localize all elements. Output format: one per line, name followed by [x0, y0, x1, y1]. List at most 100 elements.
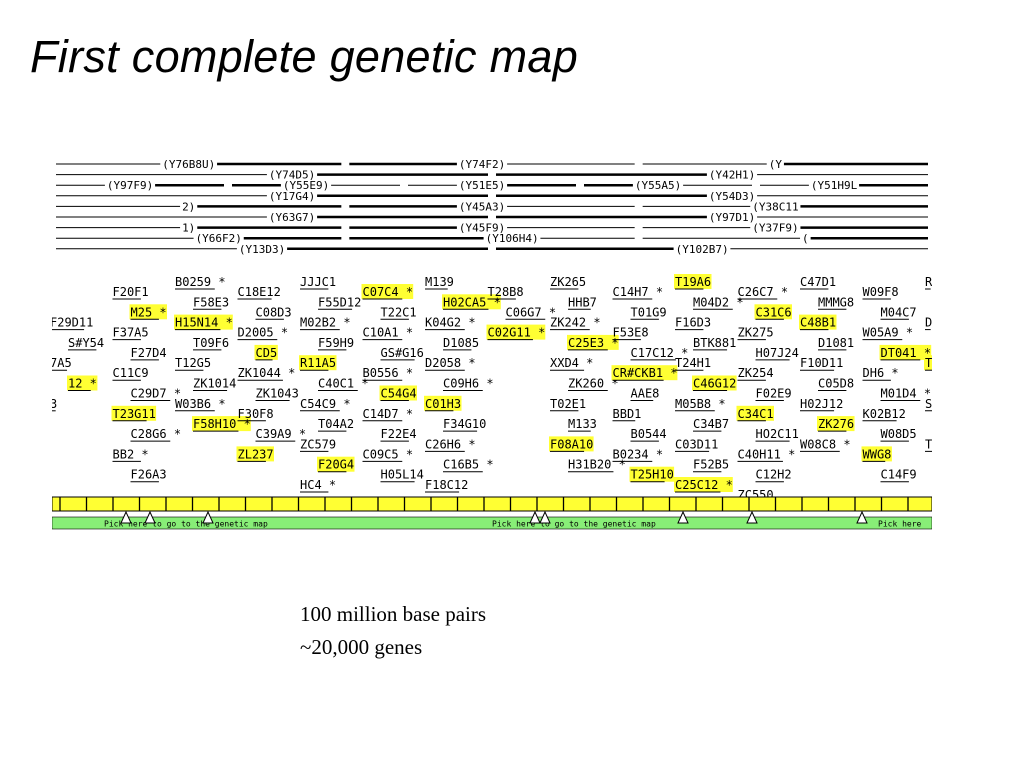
genetic-map-link[interactable]: Pick here to go to the genetic map	[492, 520, 656, 529]
clone-label[interactable]: GS#G16	[381, 346, 424, 360]
clone-label[interactable]: M02B2 *	[300, 316, 351, 330]
clone-label[interactable]: M04C7	[881, 305, 917, 319]
clone-label[interactable]: C29D7 *	[131, 387, 182, 401]
clone-label[interactable]: C14D7 *	[363, 407, 414, 421]
contig-label[interactable]: (Y63G7)	[269, 211, 315, 224]
clone-label[interactable]: C26H6 *	[425, 437, 476, 451]
clone-label[interactable]: M05B8 *	[675, 397, 726, 411]
clone-label[interactable]: R	[925, 275, 932, 289]
clone-label[interactable]: F29D11	[52, 316, 93, 330]
genetic-map-svg[interactable]: (Y76B8U)(Y74F2)(Y(Y74D5)(Y42H1)(Y97F9)(Y…	[52, 150, 932, 532]
clone-label[interactable]: T01H	[925, 437, 932, 451]
clone-label[interactable]: F22E4	[381, 427, 417, 441]
clone-label[interactable]: MMMG8	[818, 295, 854, 309]
contig-label[interactable]: (Y76B8U)	[162, 158, 215, 171]
contig-label[interactable]: (Y55E9)	[283, 179, 329, 192]
clone-label[interactable]: C48B1	[800, 316, 836, 330]
clone-label[interactable]: H05L14	[381, 468, 424, 482]
contig-label[interactable]: 1)	[182, 222, 195, 235]
contig-label[interactable]: (Y45F9)	[459, 222, 505, 235]
clone-label[interactable]: T24H1	[675, 356, 711, 370]
clone-label[interactable]: 7A5	[52, 356, 72, 370]
clone-label[interactable]: ZK265	[550, 275, 586, 289]
clone-label[interactable]: C34B7	[693, 417, 729, 431]
clone-label[interactable]: C14H7 *	[613, 285, 664, 299]
contig-label[interactable]: (	[802, 232, 809, 245]
contig-label[interactable]: (Y66F2)	[196, 232, 242, 245]
clone-label[interactable]: F08A10	[550, 437, 593, 451]
contig-label[interactable]: (Y38C11	[752, 200, 798, 213]
clone-label[interactable]: HHB7	[568, 295, 597, 309]
map-marker-triangle[interactable]	[746, 510, 758, 524]
clone-label[interactable]: DT041 *	[881, 346, 932, 360]
clone-label[interactable]: C54G4	[381, 387, 417, 401]
clone-label[interactable]: D2005 *	[238, 326, 289, 340]
clone-label[interactable]: S#Y54	[68, 336, 104, 350]
clone-label[interactable]: AAE8	[631, 387, 660, 401]
clone-label[interactable]: W09F8	[863, 285, 899, 299]
clone-label[interactable]: W08C8 *	[800, 437, 851, 451]
clone-label[interactable]: C08D3	[256, 305, 292, 319]
clone-label[interactable]: F52B5	[693, 458, 729, 472]
clone-label[interactable]: B0259 *	[175, 275, 226, 289]
clone-label[interactable]: C25C12 *	[675, 478, 733, 492]
clone-label[interactable]: HO2C11	[756, 427, 799, 441]
clone-label[interactable]: T25H10	[631, 468, 674, 482]
genetic-map-link[interactable]: Pick here	[878, 520, 922, 529]
clone-label[interactable]: C01H3	[425, 397, 461, 411]
clone-label[interactable]: ZL237	[238, 447, 274, 461]
clone-label[interactable]: F58H10 *	[193, 417, 251, 431]
clone-label[interactable]: ZC579	[300, 437, 336, 451]
contig-label[interactable]: (Y97F9)	[107, 179, 153, 192]
clone-label[interactable]: C11C9	[113, 366, 149, 380]
clone-label[interactable]: ZK275	[738, 326, 774, 340]
contig-label[interactable]: (Y102B7)	[676, 243, 729, 256]
clone-label[interactable]: ZK260 *	[568, 377, 619, 391]
clone-label[interactable]: F20G4	[318, 458, 354, 472]
clone-label[interactable]: F18C12	[425, 478, 468, 492]
clone-label[interactable]: ZK242 *	[550, 316, 601, 330]
clone-label[interactable]: M04D2 *	[693, 295, 744, 309]
clone-label[interactable]: D1085	[443, 336, 479, 350]
clone-label[interactable]: F20F1	[113, 285, 149, 299]
clone-label[interactable]: C46G12	[693, 377, 736, 391]
clone-label[interactable]: D1081	[818, 336, 854, 350]
clone-label[interactable]: F30F8	[238, 407, 274, 421]
clone-label[interactable]: C07C4 *	[363, 285, 414, 299]
clone-label[interactable]: F27D4	[131, 346, 167, 360]
clone-label[interactable]: C40C1 *	[318, 377, 369, 391]
clone-label[interactable]: K02B12	[863, 407, 906, 421]
clone-label[interactable]: F34G10	[443, 417, 486, 431]
clone-label[interactable]: T23G11	[113, 407, 156, 421]
clone-label[interactable]: M25 *	[131, 305, 167, 319]
contig-label[interactable]: (Y74F2)	[459, 158, 505, 171]
clone-label[interactable]: BBD1	[613, 407, 642, 421]
clone-label[interactable]: C02G11 *	[488, 326, 546, 340]
contig-label[interactable]: (Y13D3)	[239, 243, 285, 256]
clone-label[interactable]: T22C1	[381, 305, 417, 319]
clone-label[interactable]: F53E8	[613, 326, 649, 340]
clone-label[interactable]: C25E3 *	[568, 336, 619, 350]
clone-label[interactable]: XXD4 *	[550, 356, 593, 370]
clone-label[interactable]: BTK881	[693, 336, 736, 350]
clone-label[interactable]: 12 *	[68, 377, 97, 391]
clone-label[interactable]: T01G9	[631, 305, 667, 319]
clone-label[interactable]: F58E3	[193, 295, 229, 309]
contig-label[interactable]: (Y37F9)	[752, 222, 798, 235]
clone-label[interactable]: C06G7 *	[506, 305, 557, 319]
clone-label[interactable]: C31C6	[756, 305, 792, 319]
contig-label[interactable]: (Y54D3)	[709, 190, 755, 203]
map-marker-triangle[interactable]	[529, 510, 541, 524]
clone-label[interactable]: B0234 *	[613, 447, 664, 461]
clone-label[interactable]: F02E9	[756, 387, 792, 401]
contig-label[interactable]: (Y51H9L	[811, 179, 858, 192]
clone-label[interactable]: C16B5 *	[443, 458, 494, 472]
map-marker-triangle[interactable]	[202, 510, 214, 524]
clone-label[interactable]: ZK1044 *	[238, 366, 296, 380]
clone-label[interactable]: R11A5	[300, 356, 336, 370]
clone-label[interactable]: D	[925, 316, 932, 330]
contig-label[interactable]: (Y74D5)	[269, 169, 315, 182]
clone-label[interactable]: ZK1014	[193, 377, 236, 391]
clone-label[interactable]: ZK254	[738, 366, 774, 380]
contig-label[interactable]: (Y45A3)	[459, 200, 505, 213]
